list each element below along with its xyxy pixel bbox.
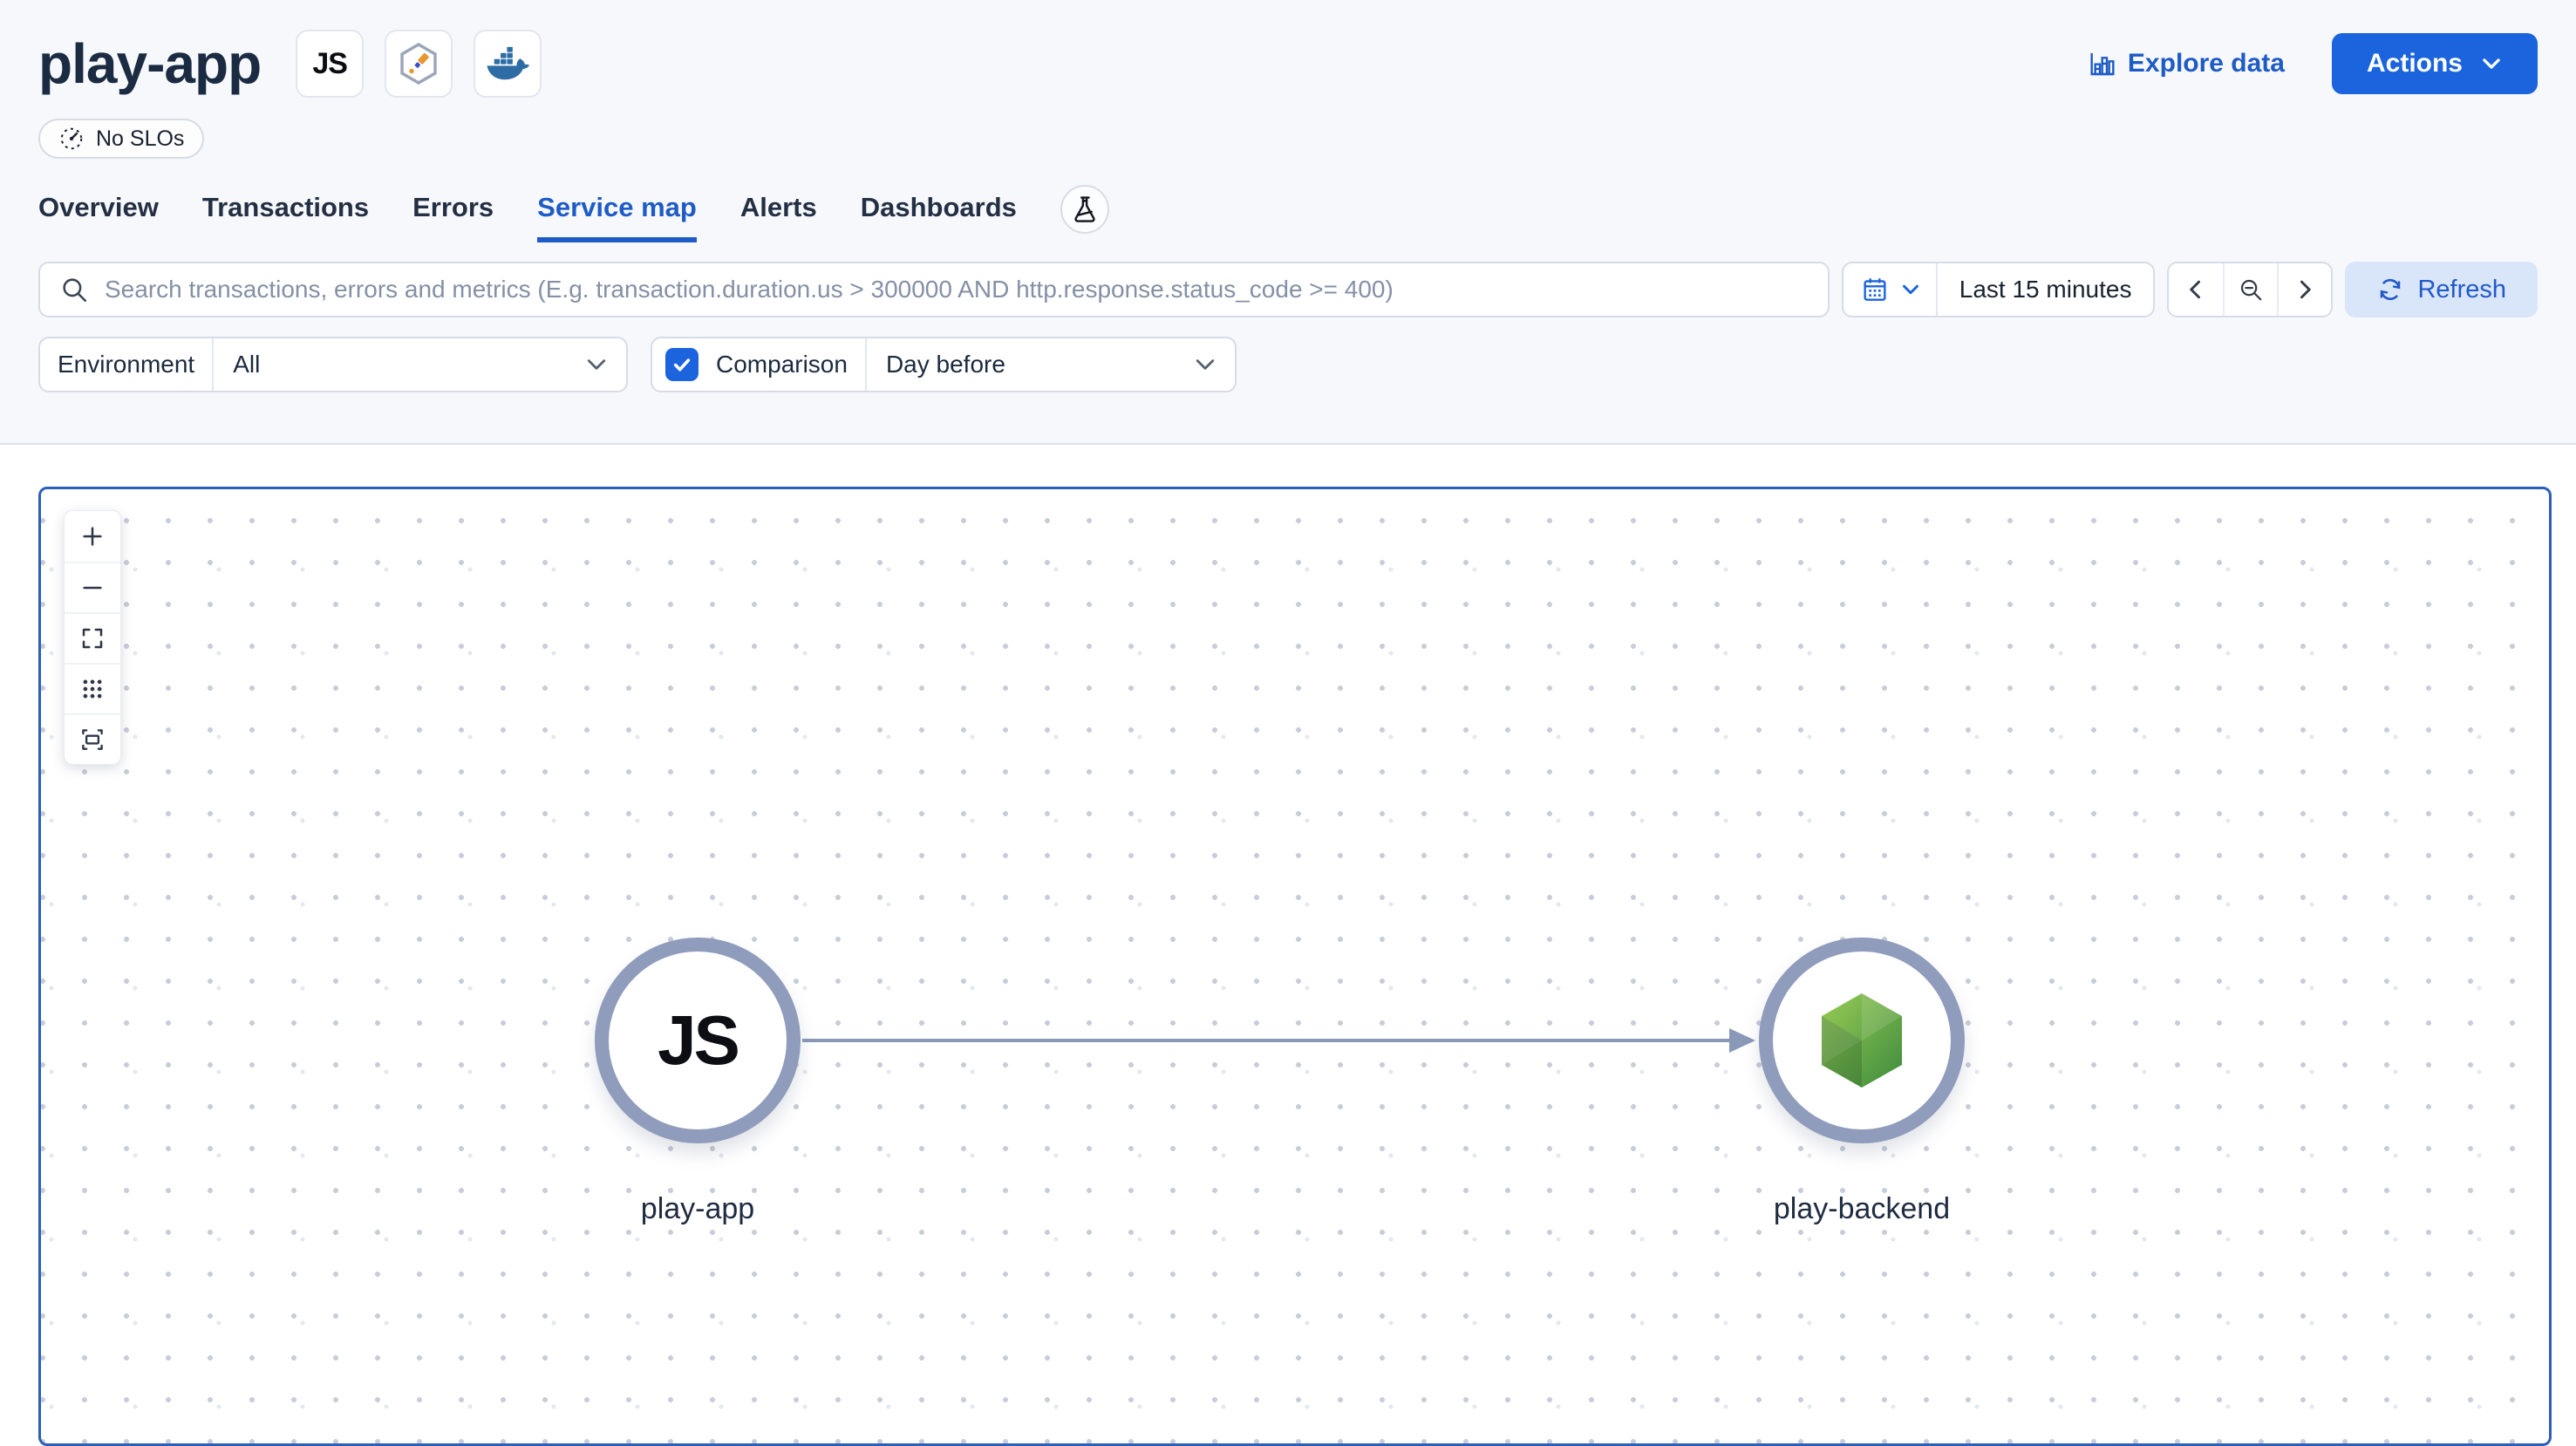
header-row: play-app JS	[38, 30, 2538, 98]
docker-icon	[486, 46, 530, 81]
actions-label: Actions	[2366, 49, 2463, 78]
divider	[212, 338, 215, 391]
tab-errors[interactable]: Errors	[412, 192, 494, 222]
chevron-down-icon	[584, 338, 626, 391]
technology-badges: JS	[296, 30, 542, 98]
service-map-edge	[802, 1028, 1755, 1053]
javascript-icon: JS	[658, 1001, 740, 1079]
javascript-icon: JS	[312, 46, 348, 80]
technical-preview-badge[interactable]	[1060, 185, 1109, 234]
environment-select[interactable]: Environment All	[38, 337, 628, 392]
opentelemetry-icon	[399, 42, 439, 85]
time-next-button[interactable]	[2277, 263, 2332, 316]
explore-data-label: Explore data	[2127, 49, 2285, 78]
slo-badge-label: No SLOs	[96, 126, 185, 151]
divider	[1935, 263, 1938, 316]
service-node-label: play-app	[640, 1192, 755, 1225]
date-picker-calendar-button[interactable]	[1843, 263, 1936, 316]
comparison-checkbox[interactable]	[665, 348, 699, 381]
time-zoom-out-button[interactable]	[2223, 263, 2278, 316]
environment-value: All	[233, 351, 261, 378]
search-icon	[59, 275, 89, 304]
tab-service-map[interactable]: Service map	[537, 192, 697, 242]
comparison-value: Day before	[885, 351, 1005, 378]
chevron-down-icon	[1193, 338, 1235, 391]
service-header-section: play-app JS	[0, 0, 2576, 445]
comparison-select[interactable]: Comparison Day before	[651, 337, 1237, 392]
zoom-in-button[interactable]	[65, 511, 120, 562]
slo-status-badge[interactable]: No SLOs	[38, 119, 205, 159]
chevron-down-icon	[1900, 279, 1921, 300]
search-input[interactable]	[103, 275, 1809, 304]
agent-js-badge: JS	[296, 30, 365, 98]
filter-row: Environment All Comparison Day before	[38, 337, 2538, 392]
search-toolbar: Last 15 minutes	[38, 262, 2538, 317]
actions-button[interactable]: Actions	[2331, 33, 2538, 94]
tab-transactions[interactable]: Transactions	[201, 192, 370, 222]
refresh-button[interactable]: Refresh	[2345, 262, 2538, 317]
service-node-play-backend[interactable]	[1759, 938, 1965, 1143]
service-map-section: JS play-app play-backe	[0, 445, 2576, 1446]
calendar-icon	[1861, 276, 1889, 304]
refresh-icon	[2376, 276, 2404, 304]
explore-data-button[interactable]: Explore data	[2088, 49, 2285, 78]
time-prev-button[interactable]	[2169, 263, 2224, 316]
service-node-play-app[interactable]: JS	[595, 938, 801, 1143]
time-range-value[interactable]: Last 15 minutes	[1959, 276, 2132, 303]
service-node-label: play-backend	[1773, 1192, 1951, 1225]
map-controls-panel	[64, 510, 121, 765]
bar-chart-icon	[2088, 50, 2116, 78]
chevron-down-icon	[2480, 52, 2503, 75]
flask-icon	[1070, 194, 1100, 224]
tab-overview[interactable]: Overview	[38, 192, 159, 222]
tab-dashboards[interactable]: Dashboards	[860, 192, 1017, 222]
grid-layout-button[interactable]	[65, 663, 120, 713]
divider	[864, 338, 867, 391]
page-title: play-app	[38, 32, 262, 95]
gauge-icon	[58, 126, 85, 152]
search-box	[38, 262, 1830, 317]
refresh-label: Refresh	[2417, 275, 2506, 304]
slo-row: No SLOs	[38, 119, 2538, 159]
opentelemetry-badge	[385, 30, 453, 98]
nodejs-icon	[1816, 990, 1907, 1091]
fit-to-content-button[interactable]	[65, 713, 120, 764]
tab-alerts[interactable]: Alerts	[739, 192, 817, 222]
service-map-canvas[interactable]: JS play-app play-backe	[38, 487, 2552, 1446]
docker-badge	[474, 30, 542, 98]
title-group: play-app JS	[38, 30, 2088, 98]
header-actions: Explore data Actions	[2088, 33, 2538, 94]
fullscreen-button[interactable]	[65, 612, 120, 663]
environment-label: Environment	[58, 351, 195, 378]
tab-bar: Overview Transactions Errors Service map…	[38, 185, 2538, 242]
date-picker: Last 15 minutes	[1841, 262, 2156, 317]
time-nav-group	[2167, 262, 2334, 317]
zoom-out-button[interactable]	[65, 562, 120, 612]
comparison-label: Comparison	[716, 351, 848, 378]
